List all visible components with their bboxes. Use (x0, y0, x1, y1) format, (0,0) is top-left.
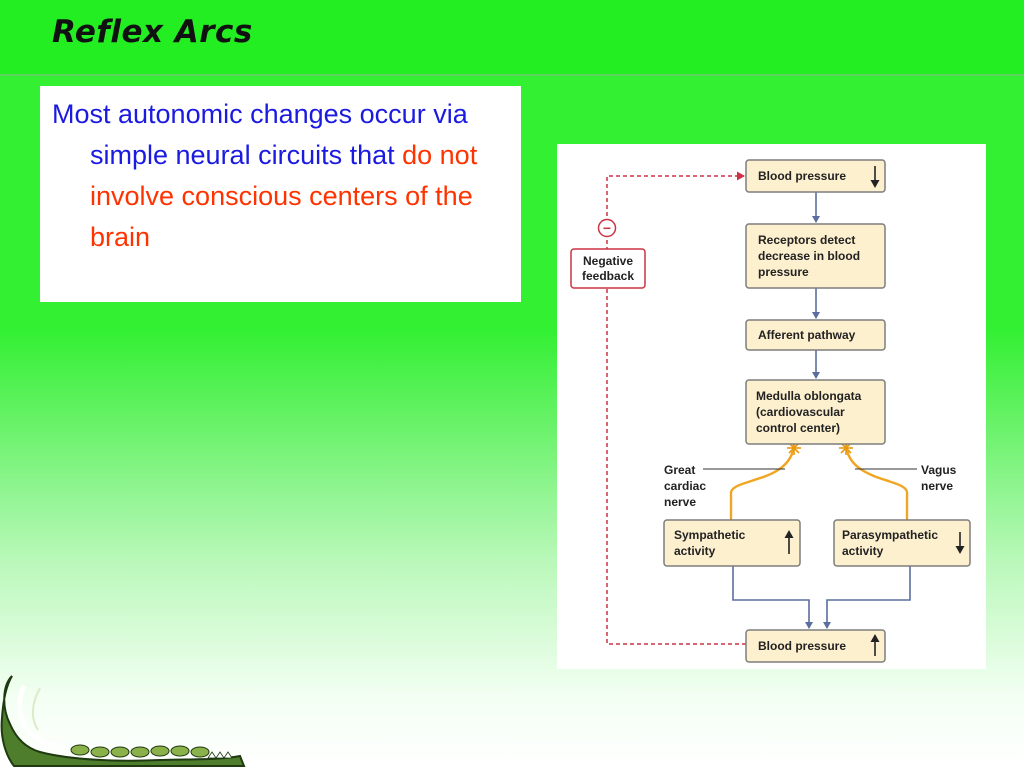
blood-pressure-top-box (745, 159, 886, 193)
vagus-nerve-path (844, 443, 909, 520)
negative-feedback-line1: Negative (583, 254, 633, 268)
receptors-line1: Receptors detect (758, 233, 855, 247)
minus-sign-icon (597, 218, 617, 238)
receptors-line3: pressure (758, 265, 809, 279)
sympathetic-activity-box (663, 519, 801, 567)
medulla-line3: control center) (756, 421, 840, 435)
bullet-text: Most autonomic changes occur via simple … (52, 99, 468, 170)
down-arrow-icon (870, 166, 880, 188)
afferent-pathway-box (745, 319, 886, 351)
sympathetic-line1: Sympathetic (674, 528, 746, 542)
vagus-nerve-line1: Vagus (921, 463, 957, 477)
bullet-text-box: Most autonomic changes occur via simple … (40, 86, 521, 302)
great-cardiac-nerve-line2: cardiac (664, 479, 706, 493)
negative-feedback-box (570, 248, 646, 289)
great-cardiac-nerve-path (729, 443, 796, 520)
title-bar: Reflex Arcs (0, 0, 1024, 76)
great-cardiac-nerve-line1: Great (664, 463, 695, 477)
bullet-highlight-text: do not involve conscious centers of the … (90, 140, 478, 252)
bullet-point: Most autonomic changes occur via simple … (52, 94, 511, 258)
down-arrow-icon (955, 532, 965, 554)
blood-pressure-bottom-label: Blood pressure (758, 639, 846, 653)
parasympathetic-line1: Parasympathetic (842, 528, 938, 542)
crocodile-illustration (0, 675, 246, 767)
flow-line-parasympathetic-to-bp (823, 566, 911, 629)
reflex-arc-diagram: − Negative feedback Blood pressure Recep… (557, 144, 986, 669)
flow-line-sympathetic-to-bp (732, 566, 813, 629)
medulla-oblongata-box (745, 379, 886, 445)
diagram-svg: − Negative feedback Blood pressure Recep… (570, 159, 971, 663)
vagus-nerve-line2: nerve (921, 479, 953, 493)
afferent-pathway-label: Afferent pathway (758, 328, 856, 342)
negative-feedback-line2: feedback (582, 269, 634, 283)
negative-feedback-loop (606, 171, 746, 645)
medulla-line1: Medulla oblongata (756, 389, 862, 403)
great-cardiac-nerve-line3: nerve (664, 495, 696, 509)
blood-pressure-top-label: Blood pressure (758, 169, 846, 183)
parasympathetic-line2: activity (842, 544, 884, 558)
up-arrow-icon (870, 634, 880, 656)
up-arrow-icon (784, 530, 794, 554)
blood-pressure-bottom-box (745, 629, 886, 663)
sympathetic-line2: activity (674, 544, 716, 558)
receptors-box (745, 223, 886, 289)
medulla-line2: (cardiovascular (756, 405, 845, 419)
slide-title: Reflex Arcs (52, 14, 253, 50)
parasympathetic-activity-box (833, 519, 971, 567)
minus-symbol: − (603, 220, 611, 236)
receptors-line2: decrease in blood (758, 249, 860, 263)
